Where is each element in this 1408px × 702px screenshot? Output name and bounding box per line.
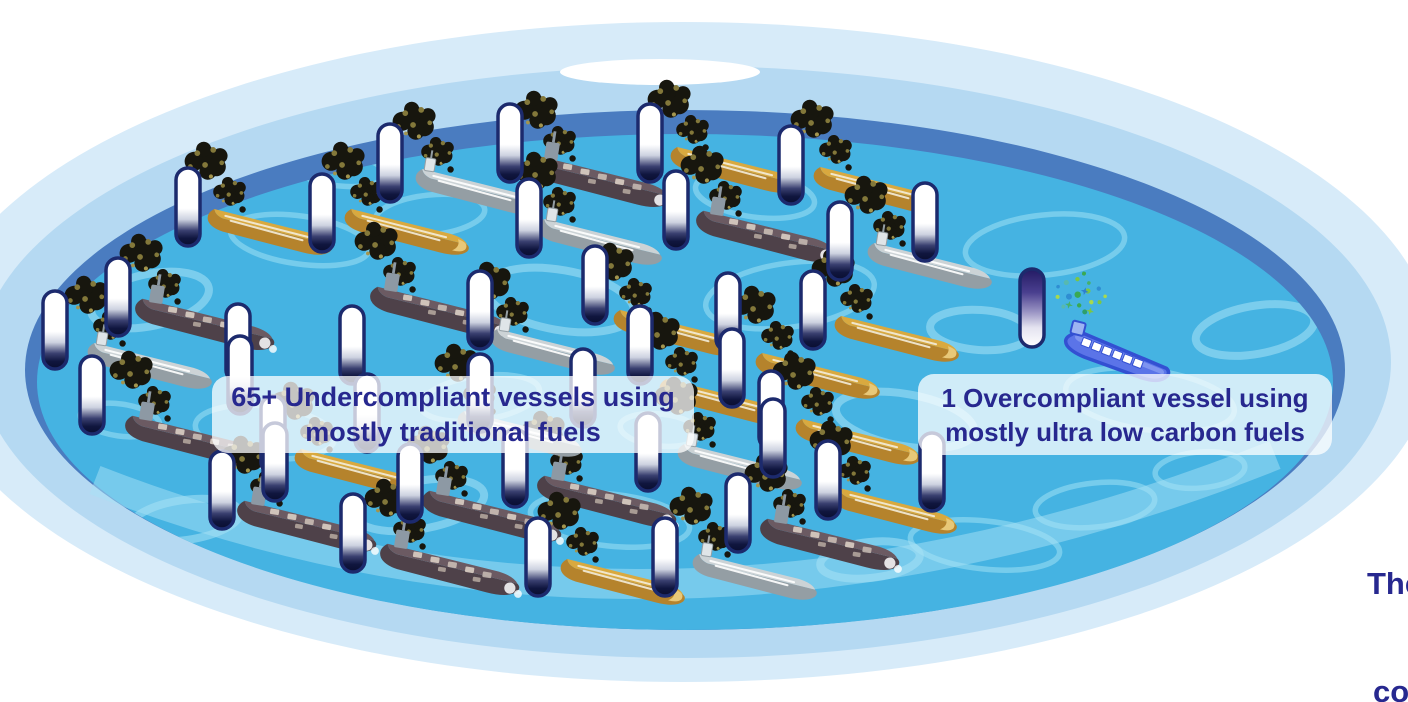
overcompliant-label-line1: 1 Overcompliant vessel using <box>941 382 1309 413</box>
fuel-gauge-capsule <box>911 181 939 263</box>
fuel-gauge-capsule-inverted <box>1018 267 1046 349</box>
fuel-gauge-capsule <box>651 516 679 598</box>
undercompliant-vessel-gold <box>535 489 690 609</box>
undercompliant-vessel-gray <box>842 173 1000 293</box>
fuel-gauge-capsule <box>338 304 366 386</box>
fuel-gauge-capsule <box>724 472 752 554</box>
fuel-gauge-capsule <box>581 244 609 326</box>
fuel-gauge-capsule <box>777 124 805 206</box>
undercompliant-vessel-dark <box>742 451 912 575</box>
fuel-gauge-capsule <box>636 102 664 184</box>
undercompliant-vessel-dark <box>107 348 277 472</box>
undercompliant-label-line2: mostly traditional fuels <box>305 416 601 447</box>
fuel-gauge-capsule <box>826 200 854 282</box>
overcompliant-label: 1 Overcompliant vessel using mostly ultr… <box>918 374 1332 455</box>
fuel-gauge-capsule <box>466 269 494 351</box>
undercompliant-vessel-dark <box>519 408 689 532</box>
undercompliant-vessel-dark <box>512 88 682 212</box>
undercompliant-vessel-gold <box>182 139 337 259</box>
fuel-gauge-capsule <box>174 166 202 248</box>
undercompliant-vessel-gray <box>512 149 670 269</box>
undercompliant-vessel-gold <box>809 246 964 366</box>
undercompliant-vessel-gray <box>652 374 810 494</box>
undercompliant-label: 65+ Undercompliant vessels using mostly … <box>212 376 694 453</box>
overcompliant-label-line2: mostly ultra low carbon fuels <box>945 416 1305 447</box>
fuel-gauge-capsule <box>339 492 367 574</box>
undercompliant-vessel-dark <box>678 143 848 267</box>
fuel-gauge-capsule <box>41 289 69 371</box>
clipped-edge-text: The co <box>1367 494 1408 702</box>
fuel-gauge-capsule <box>496 102 524 184</box>
fuel-gauge-capsule <box>104 256 132 338</box>
fuel-gauge-capsule <box>515 177 543 259</box>
fuel-gauge-capsule <box>759 397 787 479</box>
undercompliant-vessel-gold <box>634 309 789 429</box>
fuel-gauge-capsule <box>524 516 552 598</box>
undercompliant-vessel-dark <box>404 423 574 547</box>
fuel-gauge-capsule <box>208 449 236 531</box>
fuel-gauge-capsule <box>662 169 690 251</box>
undercompliant-vessel-gray <box>465 259 623 379</box>
undercompliant-vessel-gold <box>807 418 962 538</box>
fuel-gauge-capsule <box>626 304 654 386</box>
undercompliant-vessel-dark <box>362 476 532 600</box>
undercompliant-vessel-dark <box>352 219 522 343</box>
undercompliant-vessel-dark <box>117 231 287 355</box>
undercompliant-label-line1: 65+ Undercompliant vessels using <box>231 381 675 412</box>
fuel-gauge-capsule <box>799 269 827 351</box>
fuel-gauge-capsule <box>396 442 424 524</box>
fuel-gauge-capsule <box>308 172 336 254</box>
fuel-gauge-capsule <box>718 327 746 409</box>
fuel-gauge-capsule <box>376 122 404 204</box>
undercompliant-vessel-gold <box>788 97 943 217</box>
undercompliant-vessel-gray <box>667 484 825 604</box>
clipped-edge-text-line2: co <box>1373 674 1408 702</box>
undercompliant-vessel-gold <box>319 139 474 259</box>
fuel-gauge-capsule <box>814 439 842 521</box>
rim-highlight <box>560 59 760 85</box>
undercompliant-vessel-gray <box>390 99 548 219</box>
fuel-gauge-capsule <box>78 354 106 436</box>
clipped-edge-text-line1: The <box>1367 566 1408 601</box>
